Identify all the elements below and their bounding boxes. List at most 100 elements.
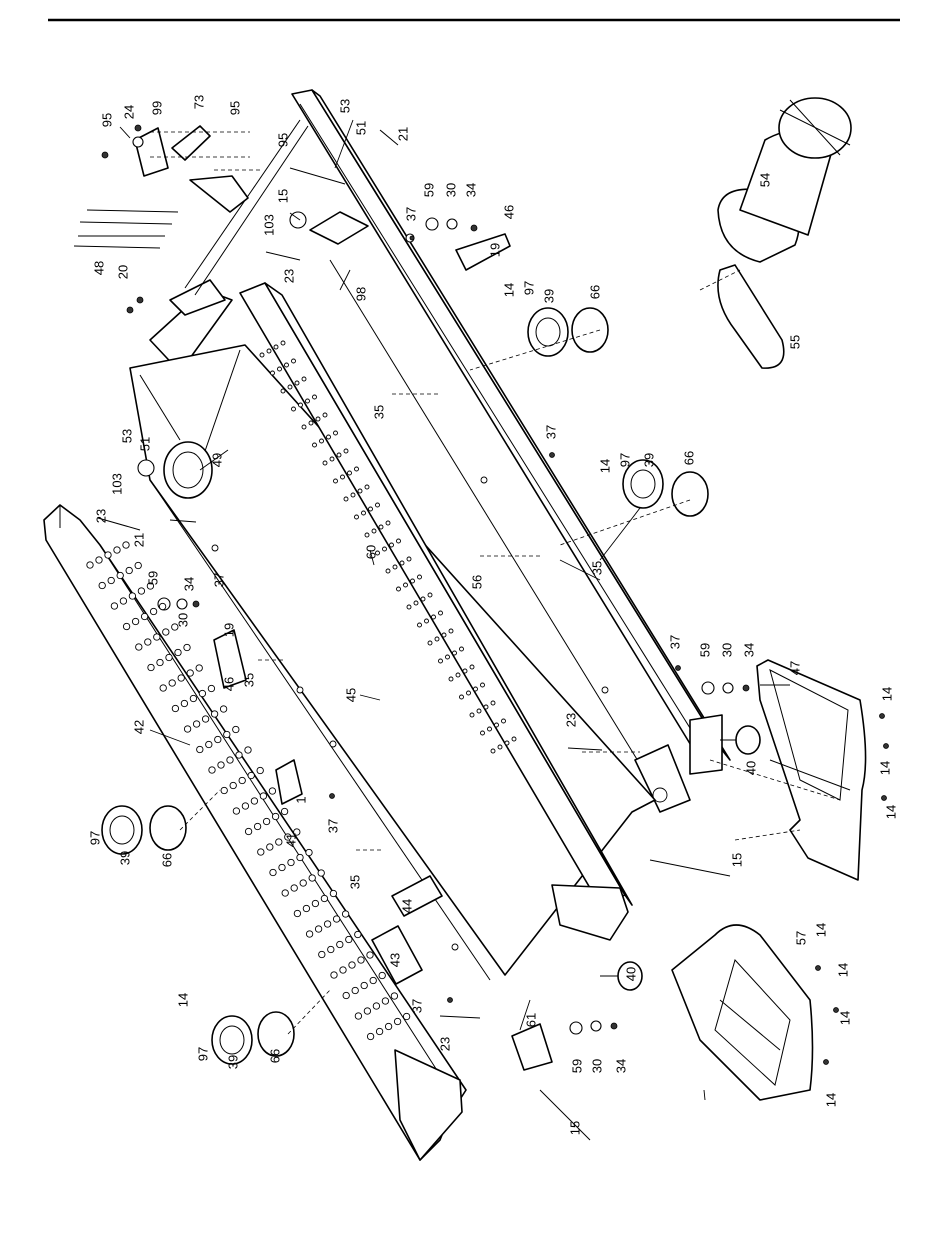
rail-hole <box>257 767 263 773</box>
deck-hole <box>344 497 348 501</box>
deck-hole <box>365 485 369 489</box>
callout-c31: 49 <box>209 453 224 467</box>
callout-c55: 47 <box>787 661 802 675</box>
deck-hole <box>323 413 327 417</box>
callout-c51: 37 <box>667 635 682 649</box>
rail-hole <box>328 946 334 952</box>
callout-c26: 54 <box>757 173 772 187</box>
deck-hole <box>481 683 485 687</box>
callout-c8: 21 <box>395 127 410 141</box>
callout-c65: 97 <box>87 831 102 845</box>
rail-hole <box>190 695 196 701</box>
rail-hole <box>288 859 294 865</box>
rail-hole <box>312 900 318 906</box>
callout-c71: 57 <box>793 931 808 945</box>
callout-c50: 45 <box>343 688 358 702</box>
rail-hole <box>105 552 111 558</box>
deck-hole <box>302 425 306 429</box>
callout-c78: 61 <box>523 1013 538 1027</box>
rail-hole <box>342 911 348 917</box>
deck-hole <box>299 403 303 407</box>
rail-hole <box>315 926 321 932</box>
callout-c85: 39 <box>225 1055 240 1069</box>
deck-hole <box>379 525 383 529</box>
deck-hole <box>334 431 338 435</box>
deck-hole <box>313 395 317 399</box>
rail-hole <box>281 808 287 814</box>
deck-hole <box>449 629 453 633</box>
callout-c88: 14 <box>823 1093 838 1107</box>
callout-c84: 97 <box>195 1047 210 1061</box>
deck-hole <box>435 637 439 641</box>
deck-hole <box>285 363 289 367</box>
deck-hole <box>313 443 317 447</box>
rail-hole <box>215 736 221 742</box>
rail-hole <box>233 726 239 732</box>
rail-hole <box>340 967 346 973</box>
rail-hole <box>270 869 276 875</box>
motor-hood-left <box>672 925 813 1100</box>
callout-c35: 97 <box>617 453 632 467</box>
rail-hole <box>117 572 123 578</box>
rail-hole <box>352 987 358 993</box>
rail-hole <box>197 746 203 752</box>
callout-c25: 66 <box>587 285 602 299</box>
rail-hole <box>242 803 248 809</box>
deck-hole <box>365 533 369 537</box>
rail-hole <box>141 613 147 619</box>
deck-hole <box>309 421 313 425</box>
rail-hole <box>184 726 190 732</box>
rail-hole <box>333 916 339 922</box>
deck-hole <box>453 651 457 655</box>
rail-hole <box>267 844 273 850</box>
rail-hole <box>160 685 166 691</box>
drive-belt <box>718 265 784 368</box>
rail-hole <box>300 880 306 886</box>
callout-c58: 23 <box>563 713 578 727</box>
deck-hole <box>407 605 411 609</box>
rail-hole <box>233 808 239 814</box>
deck-hole <box>362 511 366 515</box>
callout-c61: 14 <box>883 805 898 819</box>
deck-hole <box>418 575 422 579</box>
rail-hole <box>220 706 226 712</box>
callout-c80: 59 <box>569 1059 584 1073</box>
rail-hole <box>306 931 312 937</box>
deck-hole <box>474 687 478 691</box>
rail-hole <box>187 670 193 676</box>
callout-c45: 19 <box>221 623 236 637</box>
callout-c47: 56 <box>469 575 484 589</box>
end-plate <box>512 1024 552 1070</box>
deck-hole <box>295 381 299 385</box>
rail-hole <box>148 664 154 670</box>
bracket-assembly <box>135 126 248 212</box>
rail-hole <box>245 747 251 753</box>
deck-hole <box>390 543 394 547</box>
callout-c62: 1 <box>293 796 308 803</box>
rail-hole <box>260 793 266 799</box>
deck-hole <box>428 641 432 645</box>
rail-hole <box>181 700 187 706</box>
deck-hole <box>428 593 432 597</box>
rail-hole <box>251 798 257 804</box>
rail-hole <box>123 542 129 548</box>
deck-hole <box>358 489 362 493</box>
callout-c40: 60 <box>363 545 378 559</box>
rail-hole <box>159 603 165 609</box>
rail-hole <box>321 895 327 901</box>
deck-hole <box>484 705 488 709</box>
deck-hole <box>498 745 502 749</box>
deck-hole <box>267 349 271 353</box>
deck-hole <box>355 467 359 471</box>
rail-hole <box>111 603 117 609</box>
deck-hole <box>341 475 345 479</box>
motor-hood-right <box>757 660 866 880</box>
callout-c13: 59 <box>421 183 436 197</box>
deck-hole <box>372 529 376 533</box>
rail-hole <box>394 1018 400 1024</box>
deck-hole <box>446 655 450 659</box>
deck-hole <box>320 439 324 443</box>
rail-hole <box>272 813 278 819</box>
callout-c21: 20 <box>115 265 130 279</box>
deck-hole <box>463 669 467 673</box>
